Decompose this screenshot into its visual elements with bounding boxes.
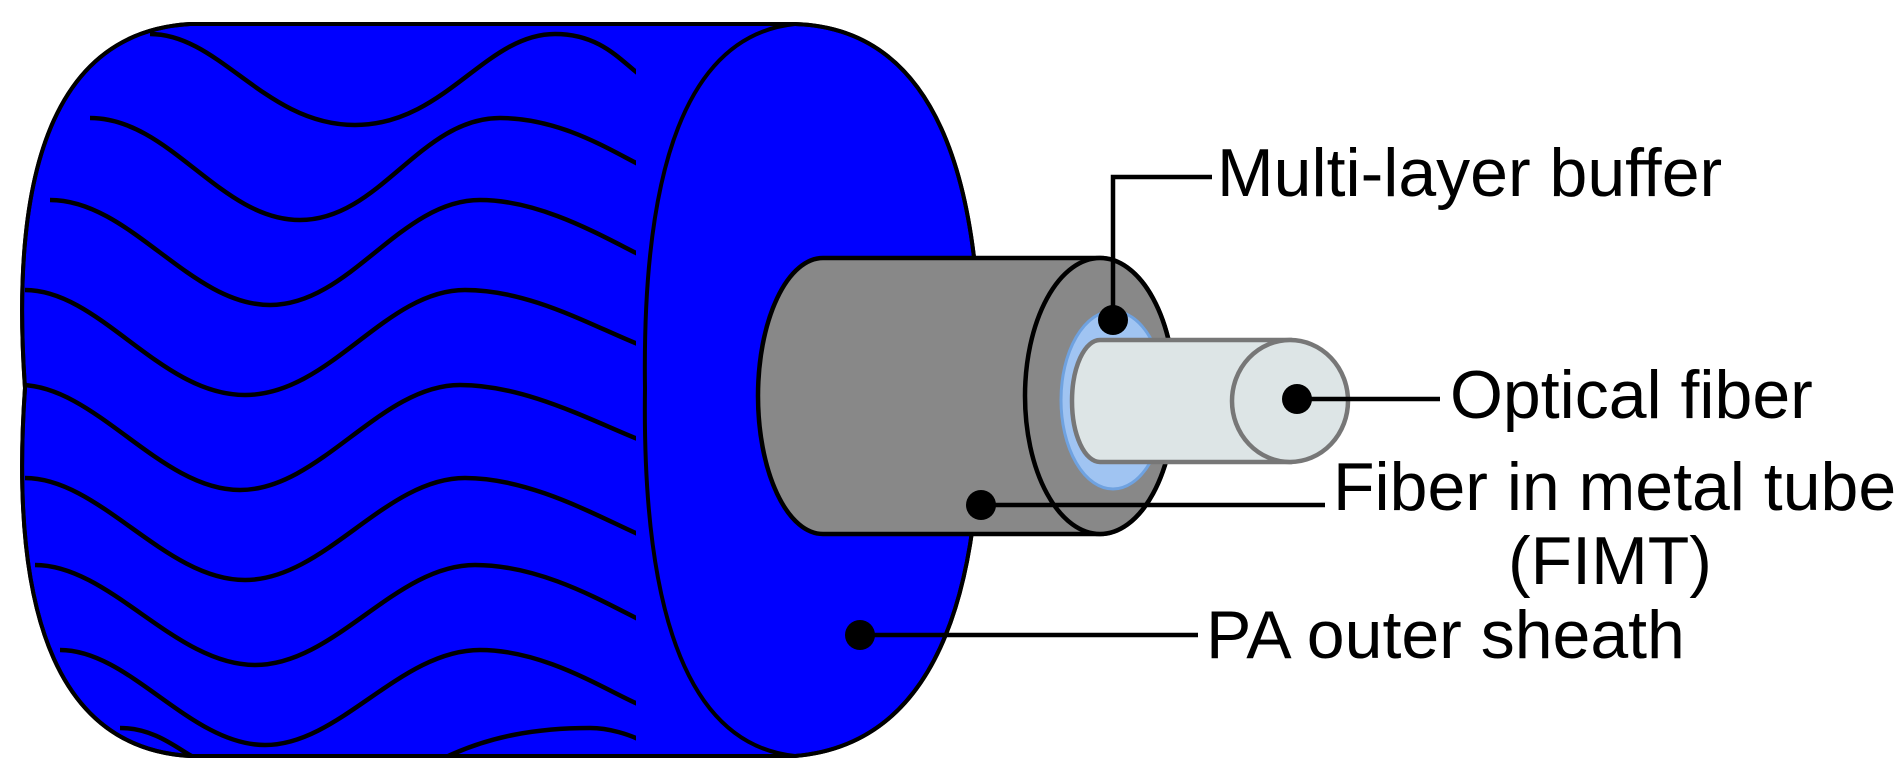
leader-dots [845,305,1312,650]
leader-dot-fiber [1282,384,1312,414]
sheath-end-face [642,22,796,758]
label-pa-outer-sheath: PA outer sheath [1206,597,1685,673]
wave-line [59,647,641,748]
wave-line [49,197,642,308]
wave-line [24,287,641,398]
wave-line [22,382,641,493]
label-multi-layer-buffer: Multi-layer buffer [1217,135,1722,211]
wave-line [438,725,642,756]
wave-line [34,562,642,668]
wave-line [24,475,641,583]
wave-line [119,725,201,756]
wave-line [149,31,642,128]
wave-line [89,115,642,223]
leader-line-buffer [1110,174,1212,318]
leader-dot-fimt [966,490,996,520]
labels: Multi-layer buffer Optical fiber Fiber i… [1206,135,1896,673]
label-fimt-line2: (FIMT) [1508,523,1712,599]
leader-dot-sheath [845,620,875,650]
label-fimt-line1: Fiber in metal tube [1333,449,1896,525]
leader-lines [860,174,1440,638]
sheath-outline [20,22,983,758]
label-optical-fiber: Optical fiber [1450,357,1813,433]
optical-fiber-body [1069,337,1293,465]
outer-sheath [20,22,983,758]
leader-dot-buffer [1098,305,1128,335]
sheath-wave-lines [22,31,642,756]
